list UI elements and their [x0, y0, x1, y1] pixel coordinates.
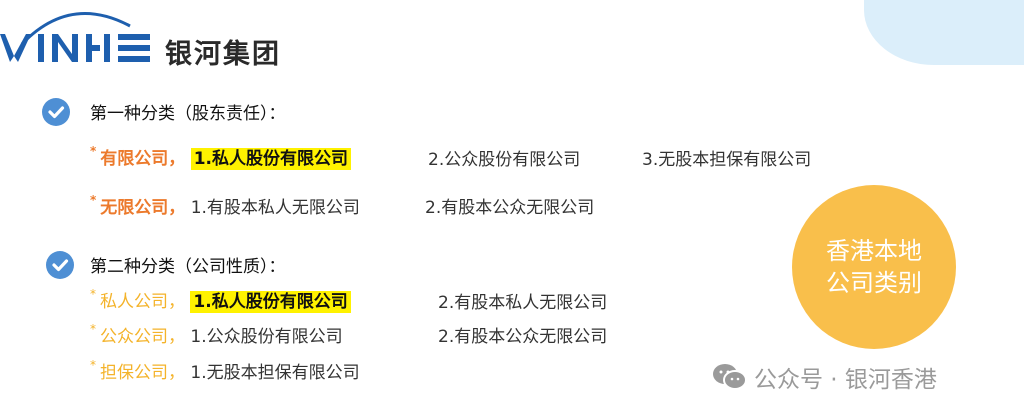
- title-badge: 香港本地 公司类别: [792, 185, 956, 349]
- decorative-blob: [864, 0, 1024, 65]
- list-item: 1.无股本担保有限公司: [190, 363, 360, 383]
- watermark: 公众号 · 银河香港: [712, 360, 937, 394]
- category-label: 担保公司，: [100, 363, 185, 383]
- highlighted-item: 1.私人股份有限公司: [190, 148, 351, 170]
- category-label: 有限公司，: [100, 149, 186, 169]
- list-item: 2.有股本公众无限公司: [425, 198, 595, 218]
- section-heading: 第一种分类（股东责任）：: [90, 104, 286, 124]
- highlighted-item: 1.私人股份有限公司: [190, 291, 351, 313]
- section-heading: 第二种分类（公司性质）：: [90, 257, 286, 277]
- watermark-text: 公众号 · 银河香港: [754, 367, 937, 393]
- bullet-star: *: [90, 287, 96, 301]
- company-logo: 银河集团: [0, 4, 320, 70]
- category-label: 公众公司，: [100, 327, 185, 347]
- category-label: 私人公司，: [100, 292, 185, 312]
- list-item: 3.无股本担保有限公司: [642, 150, 812, 170]
- wechat-icon: [713, 364, 747, 390]
- bullet-star: *: [90, 144, 97, 158]
- category-row-private: * 私人公司， 1.私人股份有限公司: [90, 287, 351, 313]
- bullet-star: *: [90, 322, 96, 336]
- bullet-star: *: [90, 358, 96, 372]
- category-label: 无限公司，: [100, 198, 186, 218]
- yinhe-logo-icon: [0, 12, 150, 62]
- list-item: 2.有股本公众无限公司: [438, 327, 608, 347]
- badge-line-2: 公司类别: [826, 269, 922, 297]
- list-item: 2.有股本私人无限公司: [438, 293, 608, 313]
- list-item: 1.有股本私人无限公司: [190, 198, 360, 218]
- logo-chinese-text: 银河集团: [165, 39, 281, 70]
- check-circle-icon: [42, 98, 70, 126]
- category-row-public: * 公众公司， 1.公众股份有限公司: [90, 322, 343, 347]
- category-row-limited: *有限公司， 1.私人股份有限公司: [90, 144, 351, 170]
- check-circle-icon: [46, 251, 74, 279]
- badge-line-1: 香港本地: [826, 237, 922, 265]
- bullet-star: *: [90, 193, 97, 207]
- category-row-guarantee: * 担保公司， 1.无股本担保有限公司: [90, 358, 360, 383]
- list-item: 1.公众股份有限公司: [190, 327, 343, 347]
- category-row-unlimited: *无限公司， 1.有股本私人无限公司: [90, 193, 360, 218]
- list-item: 2.公众股份有限公司: [428, 150, 581, 170]
